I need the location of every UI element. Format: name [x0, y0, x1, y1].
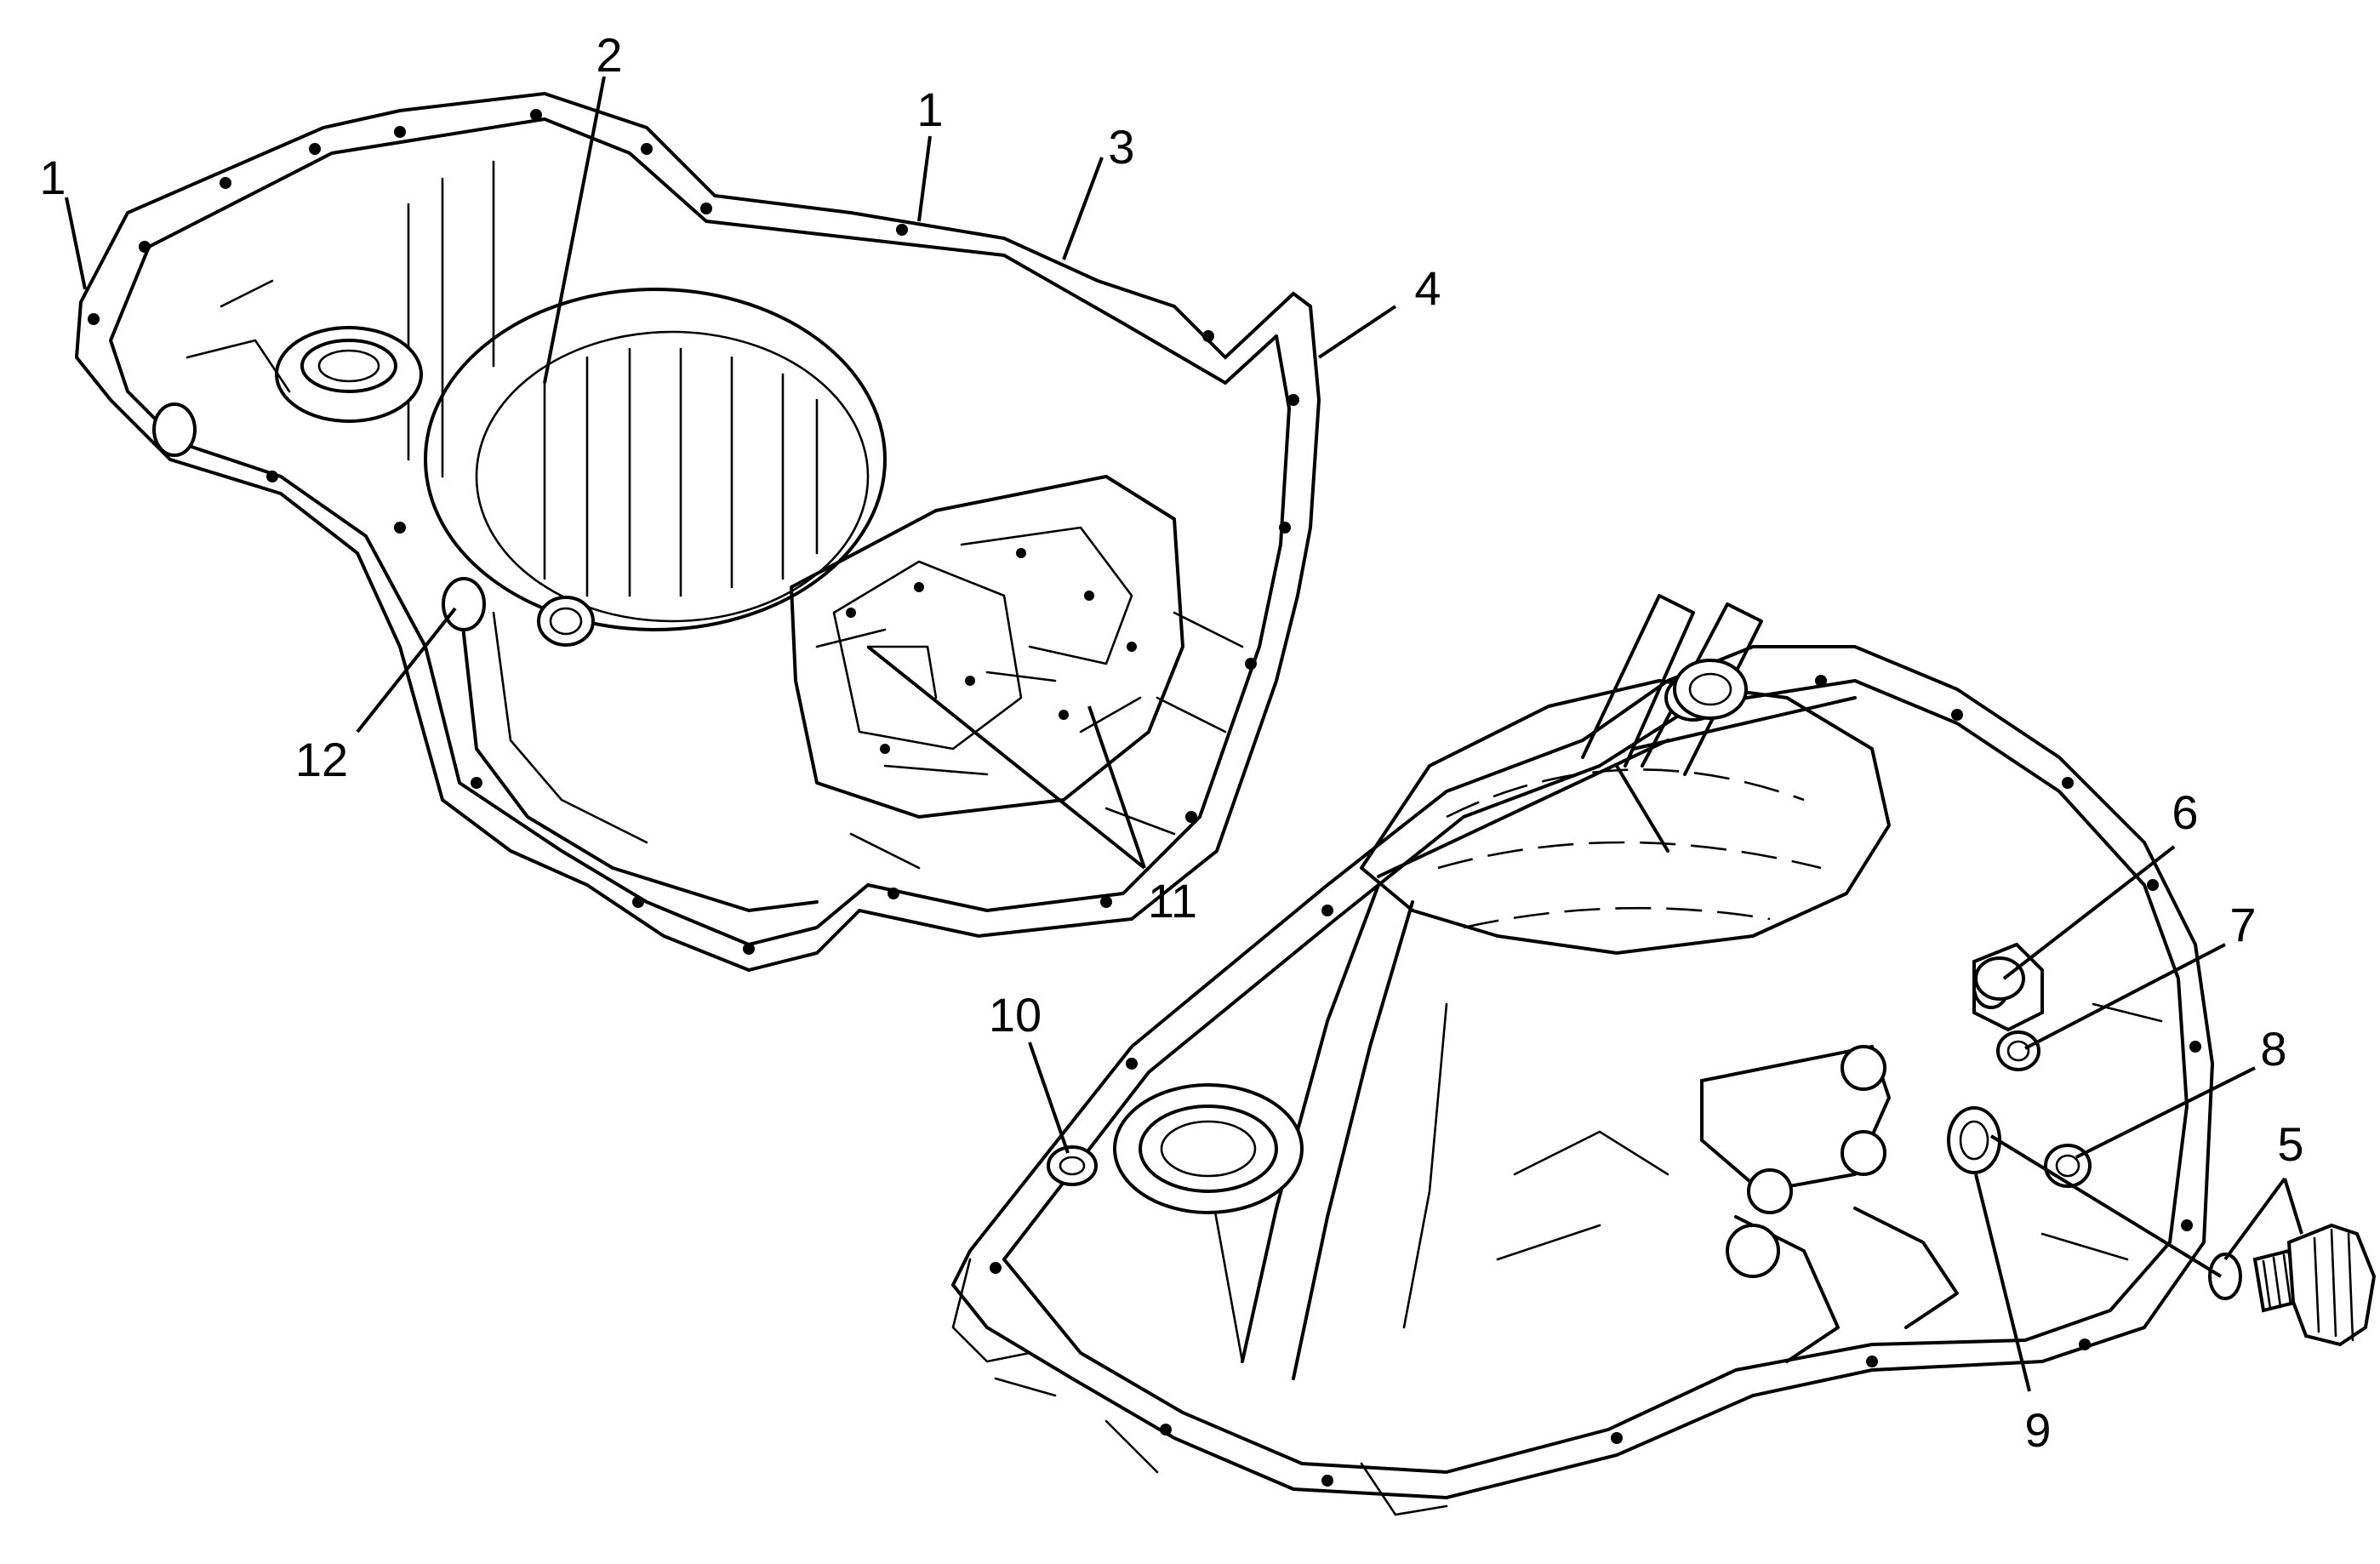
- callout-12: 12: [295, 733, 348, 786]
- o-ring: [2208, 1253, 2242, 1300]
- callout-8: 8: [2260, 1022, 2286, 1076]
- bolt-holes-upper: [88, 109, 1299, 955]
- callout-6: 6: [2172, 785, 2198, 839]
- bolt-holes-lower: [990, 675, 2201, 1487]
- callout-7: 7: [2229, 898, 2256, 951]
- leader-lines: [65, 76, 2303, 1392]
- callout-4: 4: [1414, 261, 1441, 315]
- upper-case-half: [74, 91, 1321, 973]
- lower-case-half: [950, 594, 2215, 1516]
- drain-plug-assembly: [2208, 1223, 2377, 1347]
- callout-3: 3: [1108, 120, 1134, 174]
- callout-11: 11: [1148, 874, 1197, 928]
- callout-10: 10: [989, 988, 1042, 1042]
- callout-1-top: 1: [916, 83, 943, 136]
- callout-9: 9: [2024, 1403, 2051, 1457]
- callout-labels: 1 2 1 3 4 12 11 6 7 8 5 10 9: [39, 28, 2303, 1457]
- callout-1-left: 1: [39, 151, 66, 204]
- callout-2: 2: [596, 28, 622, 82]
- callout-5: 5: [2277, 1117, 2303, 1171]
